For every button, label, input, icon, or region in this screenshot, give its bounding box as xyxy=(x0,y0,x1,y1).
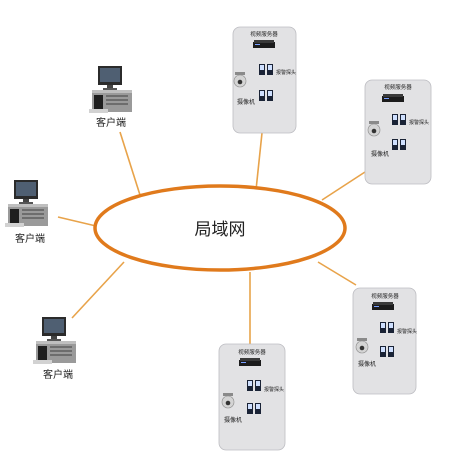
dvr-icon xyxy=(382,94,404,102)
client-label: 客户端 xyxy=(15,232,45,245)
lan-label: 局域网 xyxy=(195,220,246,240)
server-title: 视频服务器 xyxy=(371,292,399,300)
panel-frame xyxy=(364,79,432,185)
camera-label: 摄像机 xyxy=(371,150,389,158)
client-label: 客户端 xyxy=(43,368,73,381)
alarm-label: 报警探头 xyxy=(264,386,284,393)
dvr-icon xyxy=(239,358,261,366)
client-workstation: 客户端 xyxy=(33,317,76,381)
client-label: 客户端 xyxy=(96,116,126,129)
camera-label: 摄像机 xyxy=(237,98,255,106)
server-title: 视频服务器 xyxy=(250,30,278,38)
client-workstation: 客户端 xyxy=(5,180,48,245)
link-server-2 xyxy=(321,171,366,201)
lan-ellipse xyxy=(93,184,347,272)
link-client-2 xyxy=(57,216,97,227)
server-title: 视频服务器 xyxy=(384,83,412,91)
camera-icon xyxy=(367,120,381,137)
workstation-icon xyxy=(89,66,132,113)
workstation-icon xyxy=(5,180,48,227)
workstation-icon xyxy=(33,317,76,364)
alarm-label: 报警探头 xyxy=(409,119,429,126)
video-server-panel: 视频服务器 报警探头 摄像机 xyxy=(352,287,417,395)
link-client-1 xyxy=(119,131,141,196)
camera-icon xyxy=(233,71,247,88)
link-server-1 xyxy=(255,132,263,191)
link-client-3 xyxy=(71,261,125,319)
video-server-panel: 视频服务器 报警探头 摄像机 xyxy=(218,343,286,451)
alarm-label: 报警探头 xyxy=(397,328,417,335)
link-server-3 xyxy=(317,261,357,286)
video-server-panel: 视频服务器 报警探头 摄像机 xyxy=(232,26,297,134)
video-server-panel: 视频服务器 报警探头 摄像机 xyxy=(364,79,432,185)
panel-frame xyxy=(232,26,297,134)
camera-label: 摄像机 xyxy=(224,416,242,424)
camera-icon xyxy=(355,337,369,354)
panel-frame xyxy=(218,343,286,451)
camera-icon xyxy=(221,392,235,409)
client-workstation: 客户端 xyxy=(89,66,132,129)
alarm-label: 报警探头 xyxy=(276,69,296,76)
dvr-icon xyxy=(253,40,275,48)
camera-label: 摄像机 xyxy=(358,360,376,368)
dvr-icon xyxy=(372,302,394,310)
panel-frame xyxy=(352,287,417,395)
network-links xyxy=(57,131,366,344)
server-title: 视频服务器 xyxy=(238,348,266,356)
